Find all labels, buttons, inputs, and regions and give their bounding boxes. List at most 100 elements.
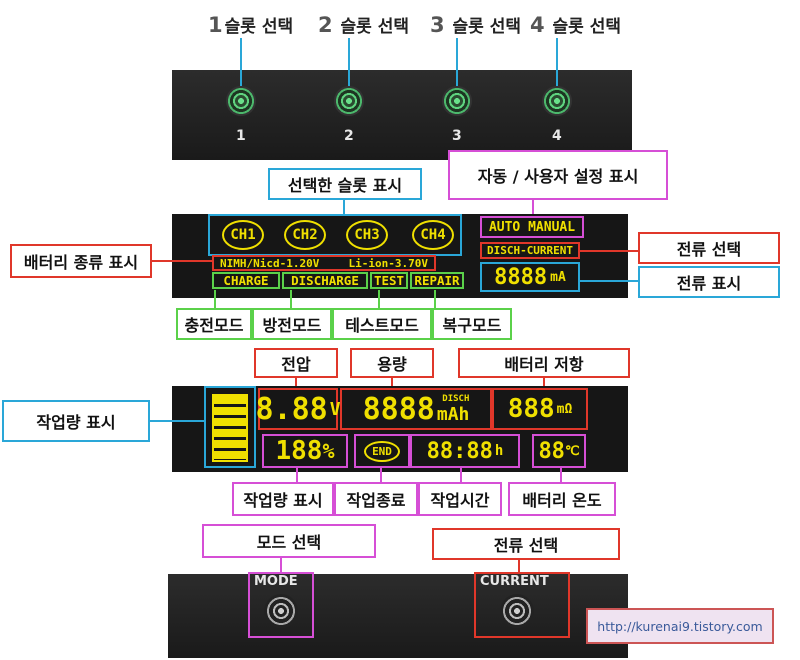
liion-text: Li-ion-3.70V bbox=[348, 256, 428, 270]
slot-2-number: 2 bbox=[344, 128, 354, 144]
test-mode-text: TEST bbox=[370, 272, 408, 289]
disch-current-display: DISCH-CURRENT bbox=[480, 242, 580, 259]
mode-button-box bbox=[248, 572, 314, 638]
ch4-indicator: CH4 bbox=[412, 220, 454, 250]
slot-3-led-button[interactable] bbox=[442, 86, 472, 116]
percent-display: 188 % bbox=[262, 434, 348, 468]
current-value-display: 8888 mA bbox=[480, 262, 580, 292]
capacity-tag: DISCH bbox=[442, 393, 470, 404]
work-end-leader bbox=[380, 468, 382, 482]
current-button-label: CURRENT bbox=[480, 574, 549, 589]
battery-type-label: 배터리 종류 표시 bbox=[10, 244, 152, 278]
resistance-display: 888 mΩ bbox=[492, 388, 588, 430]
slot-2-leader bbox=[348, 38, 350, 86]
slot-1-leader bbox=[240, 38, 242, 86]
work-amount-left-leader bbox=[150, 420, 204, 422]
time-digits: 88:88 bbox=[426, 438, 493, 464]
capacity-label: 용량 bbox=[350, 348, 434, 378]
repair-mode-leader bbox=[434, 290, 436, 308]
work-amount-label: 작업량 표시 bbox=[232, 482, 334, 516]
battery-resistance-leader bbox=[543, 378, 545, 388]
temp-digits: 88 bbox=[538, 438, 565, 464]
voltage-display: 8.88 V bbox=[255, 388, 341, 430]
discharge-mode-label: 방전모드 bbox=[252, 308, 332, 340]
charge-mode-leader bbox=[214, 290, 216, 308]
capacity-display: 8888 DISCH mAh bbox=[340, 388, 492, 430]
voltage-unit: V bbox=[329, 398, 341, 420]
charge-mode-label: 충전모드 bbox=[176, 308, 252, 340]
capacity-digits: 8888 bbox=[362, 391, 435, 427]
charge-mode-text: CHARGE bbox=[212, 272, 280, 289]
nimh-text: NIMH/Nicd-1.20V bbox=[220, 256, 320, 270]
current-select-top-leader bbox=[580, 250, 638, 252]
battery-resistance-label: 배터리 저항 bbox=[458, 348, 630, 378]
mode-select-label: 모드 선택 bbox=[202, 524, 376, 558]
mode-select-leader bbox=[280, 558, 282, 572]
battery-temp-label: 배터리 온도 bbox=[508, 482, 616, 516]
current-digits: 8888 bbox=[494, 264, 548, 290]
temp-unit: ℃ bbox=[564, 443, 580, 459]
voltage-digits: 8.88 bbox=[255, 391, 328, 427]
watermark: http://kurenai9.tistory.com bbox=[586, 608, 774, 644]
auto-user-leader bbox=[532, 200, 534, 216]
percent-digits: 188 bbox=[275, 436, 323, 466]
repair-mode-label: 복구모드 bbox=[432, 308, 512, 340]
current-unit: mA bbox=[550, 269, 566, 285]
work-time-label: 작업시간 bbox=[418, 482, 502, 516]
current-display-label: 전류 표시 bbox=[638, 266, 780, 298]
slot-1-number: 1 bbox=[236, 128, 246, 144]
slot-3-leader bbox=[456, 38, 458, 86]
current-button[interactable] bbox=[500, 594, 534, 628]
end-indicator: END bbox=[364, 440, 400, 462]
ch3-indicator: CH3 bbox=[346, 220, 388, 250]
end-display: END bbox=[354, 434, 410, 468]
slot-title-3: 3 슬롯 선택 bbox=[430, 13, 522, 37]
voltage-leader bbox=[295, 378, 297, 388]
capacity-unit: mAh bbox=[436, 403, 470, 425]
auto-manual-display: AUTO MANUAL bbox=[480, 216, 584, 238]
selected-slot-leader bbox=[343, 200, 345, 216]
temp-display: 88 ℃ bbox=[532, 434, 586, 468]
test-mode-leader bbox=[378, 290, 380, 308]
auto-user-label: 자동 / 사용자 설정 표시 bbox=[448, 150, 668, 200]
ch2-indicator: CH2 bbox=[284, 220, 326, 250]
percent-unit: % bbox=[322, 439, 335, 463]
mode-button-label: MODE bbox=[254, 574, 298, 589]
resistance-unit: mΩ bbox=[556, 401, 573, 417]
slot-4-leader bbox=[556, 38, 558, 86]
battery-type-display: NIMH/Nicd-1.20V Li-ion-3.70V bbox=[212, 255, 436, 271]
test-mode-label: 테스트모드 bbox=[332, 308, 432, 340]
current-display-leader bbox=[580, 280, 638, 282]
slot-2-led-button[interactable] bbox=[334, 86, 364, 116]
slot-3-number: 3 bbox=[452, 128, 462, 144]
slot-4-number: 4 bbox=[552, 128, 562, 144]
discharge-mode-text: DISCHARGE bbox=[282, 272, 368, 289]
battery-type-leader bbox=[152, 260, 212, 262]
current-select-bottom-leader bbox=[518, 560, 520, 572]
time-display: 88:88 h bbox=[410, 434, 520, 468]
battery-level-icon bbox=[212, 394, 248, 462]
work-end-label: 작업종료 bbox=[334, 482, 418, 516]
slot-title-4: 4 슬롯 선택 bbox=[530, 13, 622, 37]
selected-slot-label: 선택한 슬롯 표시 bbox=[268, 168, 422, 200]
slot-4-led-button[interactable] bbox=[542, 86, 572, 116]
button-panel bbox=[168, 574, 628, 658]
mode-button[interactable] bbox=[264, 594, 298, 628]
work-amount-left-label: 작업량 표시 bbox=[2, 400, 150, 442]
capacity-leader bbox=[391, 378, 393, 388]
work-time-leader bbox=[460, 468, 462, 482]
slot-1-led-button[interactable] bbox=[226, 86, 256, 116]
work-amount-box bbox=[204, 386, 256, 468]
discharge-mode-leader bbox=[290, 290, 292, 308]
slot-title-2: 2 슬롯 선택 bbox=[318, 13, 410, 37]
time-unit: h bbox=[494, 443, 504, 459]
repair-mode-text: REPAIR bbox=[410, 272, 464, 289]
current-select-top-label: 전류 선택 bbox=[638, 232, 780, 264]
resistance-digits: 888 bbox=[507, 394, 555, 424]
current-select-bottom-label: 전류 선택 bbox=[432, 528, 620, 560]
battery-temp-leader bbox=[560, 468, 562, 482]
work-amount-leader bbox=[296, 468, 298, 482]
current-button-box bbox=[474, 572, 570, 638]
ch1-indicator: CH1 bbox=[222, 220, 264, 250]
